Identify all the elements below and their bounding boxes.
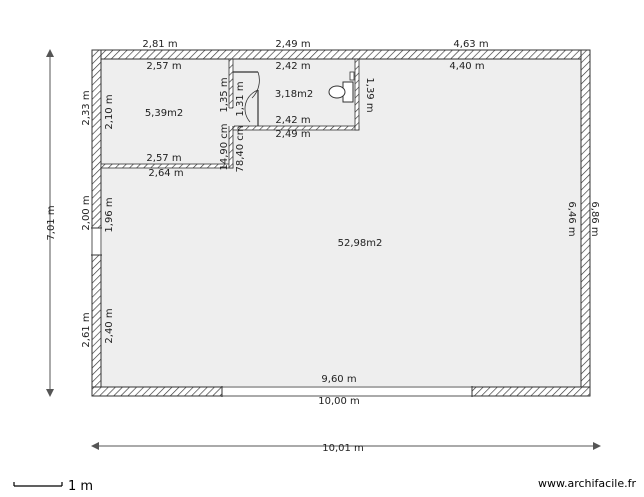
dim-room1-bottom-outer: 2,64 m [148,168,183,179]
dim-room2-top-inner: 2,42 m [275,61,310,72]
dim-room3-top-inner: 4,40 m [449,61,484,72]
dim-door-7840: 78,40 cm [235,125,246,172]
scale-label: 1 m [68,479,93,494]
dim-left-seg1-outer: 2,33 m [81,90,92,125]
toilet-icon [328,71,355,103]
dim-partition-139: 1,39 m [364,77,375,112]
dim-bath-bottom-outer: 2,49 m [275,129,310,140]
dim-right-inner: 6,46 m [566,201,577,236]
room-top-left-area: 5,39m2 [145,108,183,119]
dim-door-1490: 14,90 cm [219,123,230,170]
dim-right-outer: 6,86 m [589,201,600,236]
dim-partition-131: 1,31 m [235,81,246,116]
dim-bath-bottom-inner: 2,42 m [275,115,310,126]
dim-top-seg3: 4,63 m [453,39,488,50]
overall-dimension-lines [46,49,601,450]
scale-bar [13,482,63,487]
watermark: www.archifacile.fr [538,477,636,490]
dim-partition-135: 1,35 m [219,77,230,112]
dim-left-seg3-inner: 2,40 m [104,308,115,343]
dim-top-seg2: 2,49 m [275,39,310,50]
floor-main [92,50,590,396]
dim-left-seg1-inner: 2,10 m [104,94,115,129]
dim-bottom-outer: 10,00 m [318,396,360,407]
dim-room1-bottom-inner: 2,57 m [146,153,181,164]
dim-overall-width: 10,01 m [322,443,364,454]
dim-bottom-inner: 9,60 m [321,374,356,385]
main-room-area: 52,98m2 [338,238,383,249]
dim-left-seg3-outer: 2,61 m [81,312,92,347]
wall-openings [91,227,473,397]
dim-left-seg2-inner: 1,96 m [104,197,115,232]
dim-overall-height: 7,01 m [46,205,57,240]
dim-top-seg1: 2,81 m [142,39,177,50]
bathroom-area: 3,18m2 [275,89,313,100]
dim-room1-top-inner: 2,57 m [146,61,181,72]
dim-left-seg2-outer: 2,00 m [81,195,92,230]
interior-walls [100,58,360,169]
door-swing [233,71,260,126]
